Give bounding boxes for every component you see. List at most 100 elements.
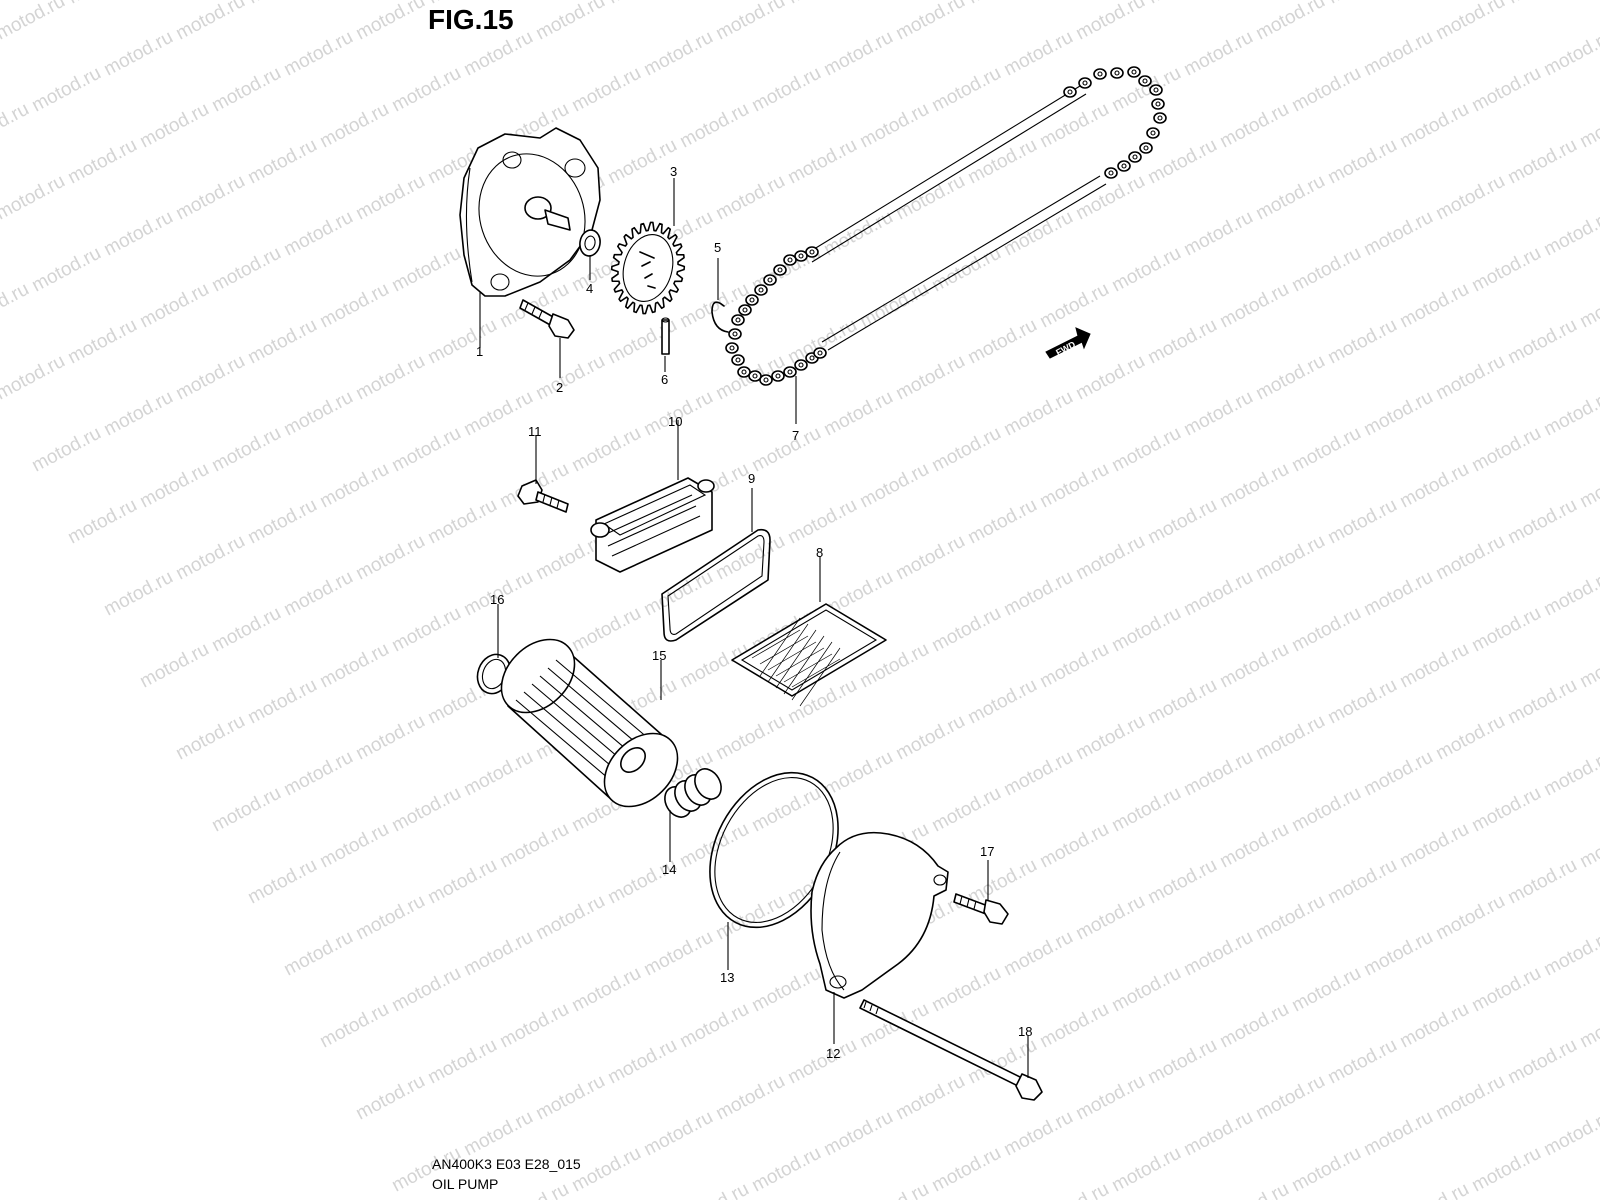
strainer-cover-drawing[interactable] bbox=[590, 477, 715, 573]
chain-link bbox=[794, 359, 808, 371]
part-number-9[interactable]: 9 bbox=[748, 471, 755, 486]
chain-link bbox=[748, 370, 762, 382]
part-number-8[interactable]: 8 bbox=[816, 545, 823, 560]
part-number-1[interactable]: 1 bbox=[476, 344, 483, 359]
long-bolt-drawing[interactable] bbox=[859, 999, 1043, 1101]
chain-pin bbox=[763, 377, 769, 383]
circlip-drawing[interactable] bbox=[711, 301, 729, 333]
chain-link bbox=[813, 347, 827, 359]
part-number-4[interactable]: 4 bbox=[586, 281, 593, 296]
chain-link bbox=[773, 264, 787, 276]
chain-pin bbox=[729, 345, 735, 351]
pin-drawing[interactable] bbox=[661, 317, 670, 355]
chain-pin bbox=[1132, 154, 1138, 160]
chain-link bbox=[1110, 67, 1124, 79]
part-number-5[interactable]: 5 bbox=[714, 240, 721, 255]
figure-code: AN400K3 E03 E28_015 bbox=[432, 1156, 581, 1172]
chain-pin bbox=[787, 369, 793, 375]
cap-bolt-drawing[interactable] bbox=[953, 893, 1009, 925]
chain-link bbox=[1139, 142, 1153, 154]
chain-pin bbox=[1114, 70, 1120, 76]
chain-pin bbox=[798, 253, 804, 259]
chain-link bbox=[1104, 167, 1118, 179]
chain-link bbox=[805, 246, 819, 258]
chain-pin bbox=[758, 287, 764, 293]
part-number-17[interactable]: 17 bbox=[980, 844, 994, 859]
chain-pin bbox=[749, 297, 755, 303]
chain-link bbox=[1149, 84, 1163, 96]
part-number-13[interactable]: 13 bbox=[720, 970, 734, 985]
chain-pin bbox=[1131, 69, 1137, 75]
part-number-14[interactable]: 14 bbox=[662, 862, 676, 877]
chain-pin bbox=[809, 249, 815, 255]
pump-body-drawing[interactable] bbox=[459, 127, 601, 297]
chain-link bbox=[1146, 127, 1160, 139]
oil-filter-drawing[interactable] bbox=[487, 625, 692, 821]
part-number-11[interactable]: 11 bbox=[528, 424, 542, 439]
chain-link bbox=[1153, 112, 1167, 124]
figure-title: FIG.15 bbox=[428, 4, 514, 35]
chain-pin bbox=[1067, 89, 1073, 95]
chain-link bbox=[794, 250, 808, 262]
part-number-10[interactable]: 10 bbox=[668, 414, 682, 429]
leader-lines bbox=[479, 178, 1029, 1078]
chain-link bbox=[763, 274, 777, 286]
chain-link bbox=[1128, 151, 1142, 163]
chain-pin bbox=[1121, 163, 1127, 169]
filter-cap-drawing[interactable] bbox=[810, 831, 949, 999]
part-number-12[interactable]: 12 bbox=[826, 1046, 840, 1061]
chain-link bbox=[1127, 66, 1141, 78]
part-number-7[interactable]: 7 bbox=[792, 428, 799, 443]
figure-caption: OIL PUMP bbox=[432, 1176, 499, 1192]
chain-link bbox=[731, 354, 745, 366]
chain-pin bbox=[1155, 101, 1161, 107]
part-number-2[interactable]: 2 bbox=[556, 380, 563, 395]
chain-pin bbox=[1082, 80, 1088, 86]
chain-link bbox=[1138, 75, 1152, 87]
chain-link bbox=[759, 374, 773, 386]
chain-link bbox=[728, 328, 742, 340]
pump-bolt-drawing[interactable] bbox=[519, 299, 575, 339]
part-number-18[interactable]: 18 bbox=[1018, 1024, 1032, 1039]
part-numbers: 1 2 3 4 5 6 7 8 9 10 11 12 13 14 15 16 1… bbox=[476, 164, 1032, 1061]
chain-pin bbox=[735, 317, 741, 323]
chain-link bbox=[731, 314, 745, 326]
part-number-15[interactable]: 15 bbox=[652, 648, 666, 663]
chain-link bbox=[745, 294, 759, 306]
chain-pin bbox=[775, 373, 781, 379]
chain-pin bbox=[809, 355, 815, 361]
chain-pin bbox=[777, 267, 783, 273]
chain-link bbox=[771, 370, 785, 382]
chain-link bbox=[1151, 98, 1165, 110]
chain-link bbox=[738, 304, 752, 316]
fwd-arrow: FWD bbox=[1045, 327, 1091, 359]
chain-pin bbox=[1157, 115, 1163, 121]
washer-drawing[interactable] bbox=[578, 228, 602, 257]
chain-pin bbox=[741, 369, 747, 375]
chain-pin bbox=[735, 357, 741, 363]
part-number-3[interactable]: 3 bbox=[670, 164, 677, 179]
chain-link bbox=[1063, 86, 1077, 98]
chain-pin bbox=[752, 373, 758, 379]
chain-link bbox=[1078, 77, 1092, 89]
oil-strainer-drawing[interactable] bbox=[731, 603, 887, 707]
chain-pin bbox=[787, 257, 793, 263]
chain-pin bbox=[732, 331, 738, 337]
chain-link bbox=[725, 342, 739, 354]
chain-link bbox=[1093, 68, 1107, 80]
chain-pin bbox=[1150, 130, 1156, 136]
chain-link bbox=[754, 284, 768, 296]
part-number-16[interactable]: 16 bbox=[490, 592, 504, 607]
spring-drawing[interactable] bbox=[660, 764, 727, 822]
chain-pin bbox=[742, 307, 748, 313]
chain-pin bbox=[1097, 71, 1103, 77]
pump-gear-drawing[interactable] bbox=[603, 216, 692, 321]
chain-link bbox=[783, 254, 797, 266]
chain-pin bbox=[1153, 87, 1159, 93]
pump-drive-chain-drawing[interactable] bbox=[725, 66, 1167, 386]
strainer-gasket-drawing[interactable] bbox=[661, 528, 771, 642]
chain-pin bbox=[767, 277, 773, 283]
part-number-6[interactable]: 6 bbox=[661, 372, 668, 387]
cover-bolt-drawing[interactable] bbox=[517, 479, 569, 513]
